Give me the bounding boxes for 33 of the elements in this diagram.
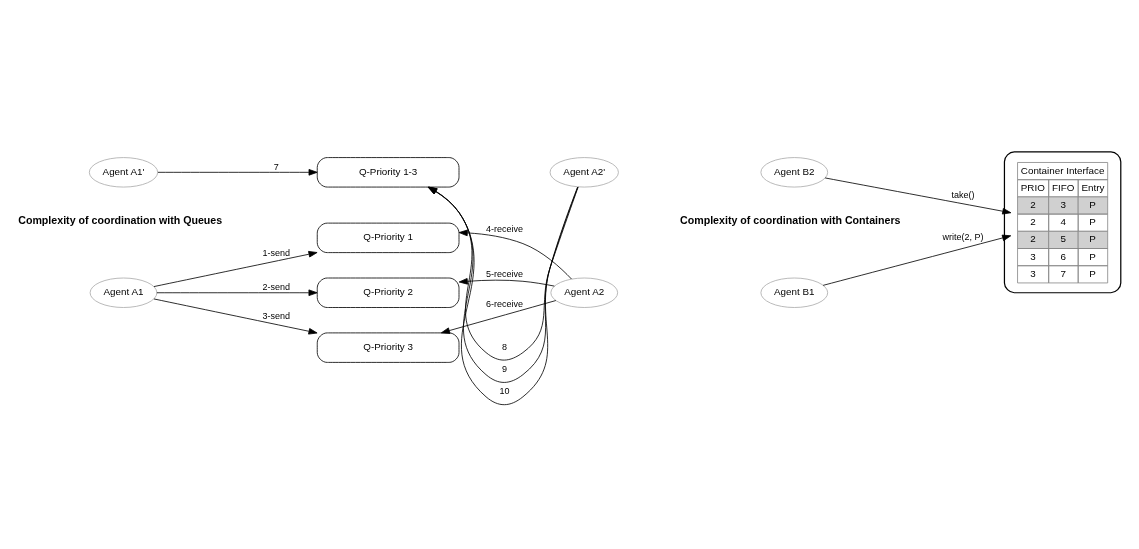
node-box: Q-Priority 1 xyxy=(316,222,460,253)
edge-label: write(2, P) xyxy=(942,231,984,242)
arrow xyxy=(156,288,318,296)
node-ellipse: Agent A1' xyxy=(88,156,159,187)
node-ellipse: Agent A1 xyxy=(89,277,158,308)
arrow xyxy=(153,298,318,335)
node-box: Q-Priority 1-3 xyxy=(316,156,460,187)
node-ellipse: Agent A2 xyxy=(550,277,619,308)
edge-label: 6-receive xyxy=(485,298,523,309)
edge-label: 4-receive xyxy=(485,223,523,234)
edge-label: 9 xyxy=(501,363,507,374)
arrow xyxy=(153,250,318,287)
arrow xyxy=(458,229,572,279)
node-ellipse: Agent B1 xyxy=(760,277,829,308)
arrow xyxy=(440,299,557,334)
label: Complexity of coordination with Containers xyxy=(679,213,901,226)
label: Complexity of coordination with Queues xyxy=(18,213,223,226)
arrow xyxy=(822,234,1012,286)
arrow xyxy=(157,168,318,176)
edge-label: 7 xyxy=(273,161,279,172)
arrow xyxy=(824,177,1012,214)
edge-label: 3-send xyxy=(262,310,291,321)
node-box: Q-Priority 3 xyxy=(316,332,460,363)
edge-label: 2-send xyxy=(262,281,291,292)
node-ellipse: Agent B2 xyxy=(760,156,829,187)
node-box: Q-Priority 2 xyxy=(316,277,460,308)
edge-label: take() xyxy=(951,189,975,200)
edge-label: 10 xyxy=(499,385,510,396)
arrow xyxy=(458,277,555,286)
edge-label: 1-send xyxy=(262,247,291,258)
edge-label: 5-receive xyxy=(485,268,523,279)
edge-label: 8 xyxy=(501,341,507,352)
node-ellipse: Agent A2' xyxy=(549,156,619,187)
